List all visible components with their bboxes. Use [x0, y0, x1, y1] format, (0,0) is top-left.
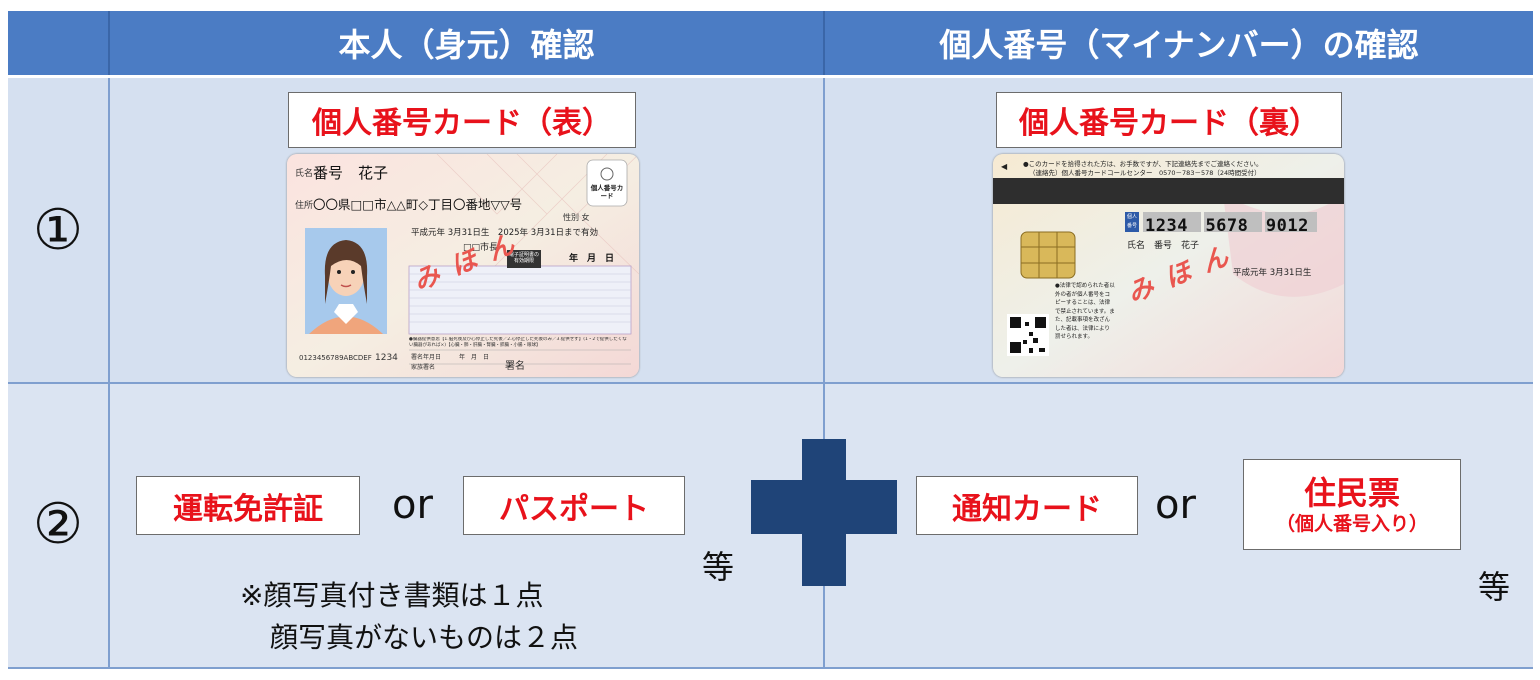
front-cert-label: 電子証明書の有効期限	[508, 252, 539, 264]
mynumber-card-front: 氏名 番号 花子 住所 〇〇県□□市△△町◇丁目〇番地▽▽号 性別 女 平成元年…	[287, 154, 639, 377]
row-divider	[8, 667, 1533, 669]
row-number-2: ②	[32, 491, 84, 557]
note-no-photo: 顔写真がないものは２点	[270, 621, 579, 654]
resident-record-subtitle: （個人番号入り）	[1275, 512, 1428, 535]
front-sign-date: 署名年月日 年 月 日	[411, 354, 490, 361]
front-donor-text: ●臓器提供意思【1.脳死後及び心停止した死後／2.心停止した死後のみ／3.提供せ…	[409, 337, 627, 348]
front-issuer: □□市長	[463, 243, 499, 253]
or-separator-1: or	[392, 482, 433, 528]
front-birth-validity: 平成元年 3月31日生 2025年 3月31日まで有効	[411, 228, 598, 238]
back-card-illustration	[993, 154, 1344, 377]
front-card-illustration	[287, 154, 639, 377]
back-card-label: 個人番号カード（裏）	[996, 92, 1342, 148]
back-notice: ●このカードを拾得された方は、お手数ですが、下記連絡先までご連絡ください。	[1023, 160, 1263, 168]
front-sex: 性別 女	[563, 213, 590, 222]
back-name-line: 氏名 番号 花子	[1127, 241, 1200, 251]
front-cert-date: 年 月 日	[569, 254, 615, 264]
column-divider	[108, 78, 110, 667]
back-number-label: 個人番号	[1126, 214, 1137, 229]
row-divider	[8, 382, 1533, 384]
front-family-sign: 家族署名	[411, 364, 436, 371]
header-divider	[108, 11, 110, 75]
front-code: 1234	[375, 353, 398, 363]
or-separator-2: or	[1155, 482, 1196, 528]
front-name-label: 氏名	[295, 169, 314, 179]
table-header-row: 本人（身元）確認 個人番号（マイナンバー）の確認	[8, 11, 1533, 75]
plus-icon-vertical	[802, 439, 846, 586]
back-arrow-icon: ◀	[1001, 162, 1008, 171]
notification-card-box: 通知カード	[916, 476, 1138, 535]
front-card-logo: 個人番号カード	[590, 184, 624, 200]
drivers-license-box: 運転免許証	[136, 476, 360, 535]
etc-label-1: 等	[702, 548, 735, 586]
front-address-label: 住所	[295, 201, 314, 211]
back-birth: 平成元年 3月31日生	[1233, 268, 1312, 278]
row-number-1: ①	[32, 197, 84, 263]
header-mynumber-check: 個人番号（マイナンバー）の確認	[939, 26, 1419, 64]
resident-record-title: 住民票	[1303, 473, 1400, 512]
front-sign: 署名	[505, 361, 525, 372]
mynumber-card-back: ●このカードを拾得された方は、お手数ですが、下記連絡先までご連絡ください。 （連…	[993, 154, 1344, 377]
etc-label-2: 等	[1478, 568, 1511, 606]
front-serial: 0123456789ABCDEF	[299, 354, 372, 362]
note-photo-id: ※顔写真付き書類は１点	[240, 579, 544, 612]
back-law-text: ●法律で認められた者以外の者が個人番号をコピーすることは、法律で禁止されています…	[1055, 283, 1115, 340]
back-number: 1234 5678 9012	[1145, 216, 1309, 236]
resident-record-box: 住民票 （個人番号入り）	[1243, 459, 1461, 550]
header-identity-check: 本人（身元）確認	[338, 26, 595, 64]
column-divider	[823, 78, 825, 667]
back-contact: （連絡先）個人番号カードコールセンター 0570－783－578（24時間受付）	[1029, 169, 1261, 177]
passport-box: パスポート	[463, 476, 685, 535]
front-name: 番号 花子	[313, 164, 389, 182]
header-divider	[823, 11, 825, 75]
front-address: 〇〇県□□市△△町◇丁目〇番地▽▽号	[313, 197, 523, 212]
front-card-label: 個人番号カード（表）	[288, 92, 636, 148]
